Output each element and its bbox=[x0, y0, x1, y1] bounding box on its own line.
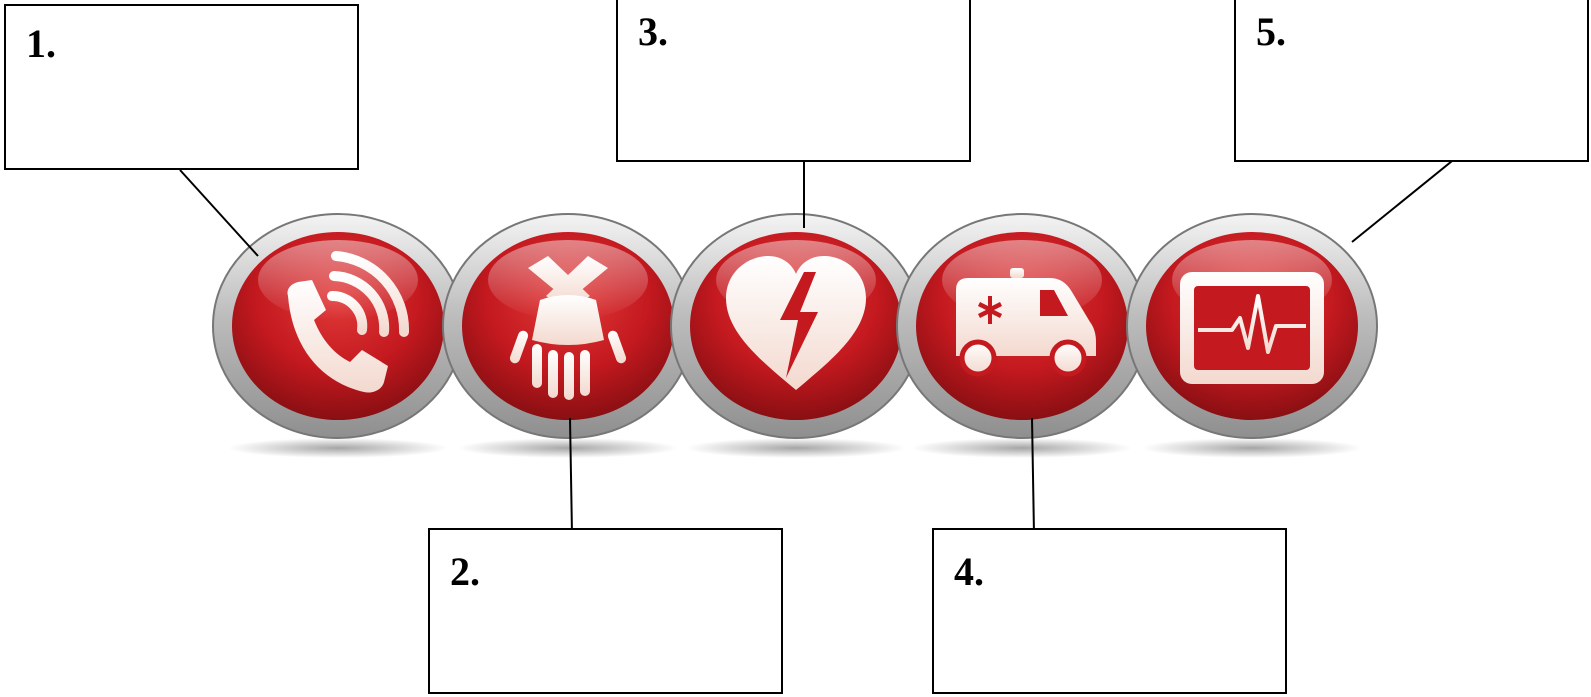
step-3-button bbox=[671, 214, 921, 438]
heart-monitor-icon bbox=[1180, 272, 1324, 384]
label-number-3: 3. bbox=[638, 12, 668, 52]
label-number-4: 4. bbox=[954, 552, 984, 592]
label-box-1[interactable]: 1. bbox=[4, 4, 359, 170]
label-number-2: 2. bbox=[450, 552, 480, 592]
label-number-1: 1. bbox=[26, 24, 56, 64]
label-box-4[interactable]: 4. bbox=[932, 528, 1287, 694]
leader-line-1 bbox=[180, 170, 258, 256]
step-2-button bbox=[443, 214, 693, 438]
label-box-3[interactable]: 3. bbox=[616, 0, 971, 162]
label-box-5[interactable]: 5. bbox=[1234, 0, 1589, 162]
label-box-2[interactable]: 2. bbox=[428, 528, 783, 694]
button-shadows bbox=[228, 438, 1362, 458]
step-4-button bbox=[897, 214, 1147, 438]
label-number-5: 5. bbox=[1256, 12, 1286, 52]
step-5-button bbox=[1127, 214, 1377, 438]
